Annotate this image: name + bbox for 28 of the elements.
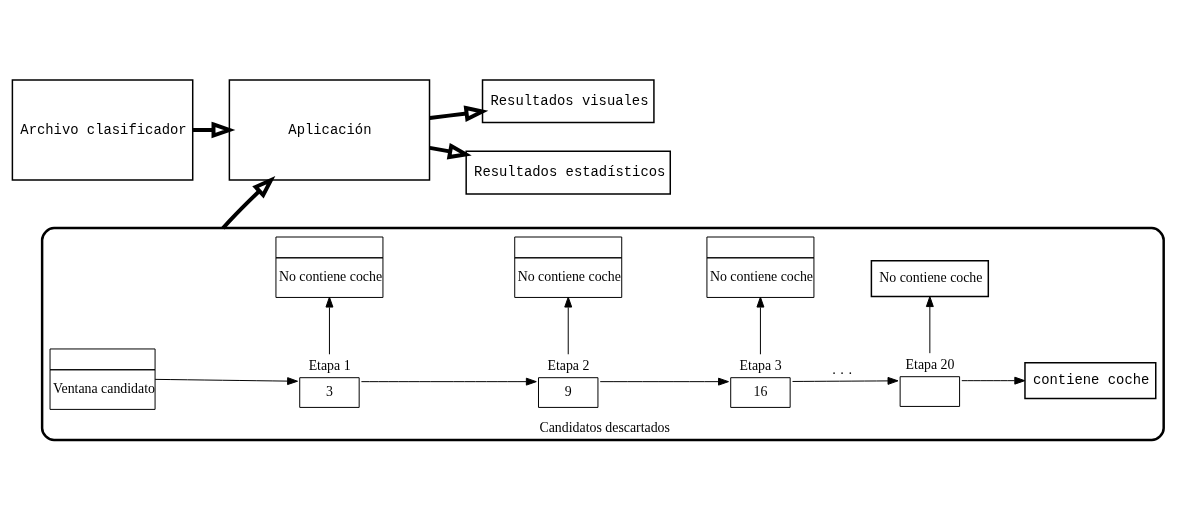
- arrow: [221, 175, 276, 229]
- node-box: Aplicación: [228, 78, 431, 181]
- arrow: [756, 296, 765, 355]
- arrow: [192, 121, 236, 138]
- arrow: [429, 104, 489, 122]
- arrow: [925, 295, 934, 354]
- node-label: Etapa 3: [739, 357, 782, 373]
- node-label: Etapa 20: [905, 356, 955, 372]
- node-box: No contiene coche: [870, 259, 990, 297]
- node-box: Resultados estadísticos: [465, 150, 671, 195]
- node-box: 3: [299, 376, 360, 408]
- node-label: Etapa 1: [308, 357, 351, 373]
- node-box: contiene coche: [1024, 361, 1157, 399]
- arrow: [564, 296, 573, 355]
- node-box: Archivo clasificador: [11, 78, 194, 181]
- arrow: [325, 296, 334, 355]
- arrow: [599, 377, 729, 386]
- edge-label: · · ·: [831, 365, 853, 381]
- arrow: [792, 376, 899, 385]
- node-box: Resultados visuales: [481, 78, 655, 123]
- node-box: 9: [538, 376, 599, 408]
- node-box: 16: [730, 376, 791, 408]
- arrow: [429, 142, 472, 159]
- node-label: Etapa 2: [547, 357, 590, 373]
- node-box: [899, 375, 961, 407]
- arrow: [961, 376, 1026, 385]
- arrow: [154, 376, 298, 385]
- arrow: [360, 377, 537, 386]
